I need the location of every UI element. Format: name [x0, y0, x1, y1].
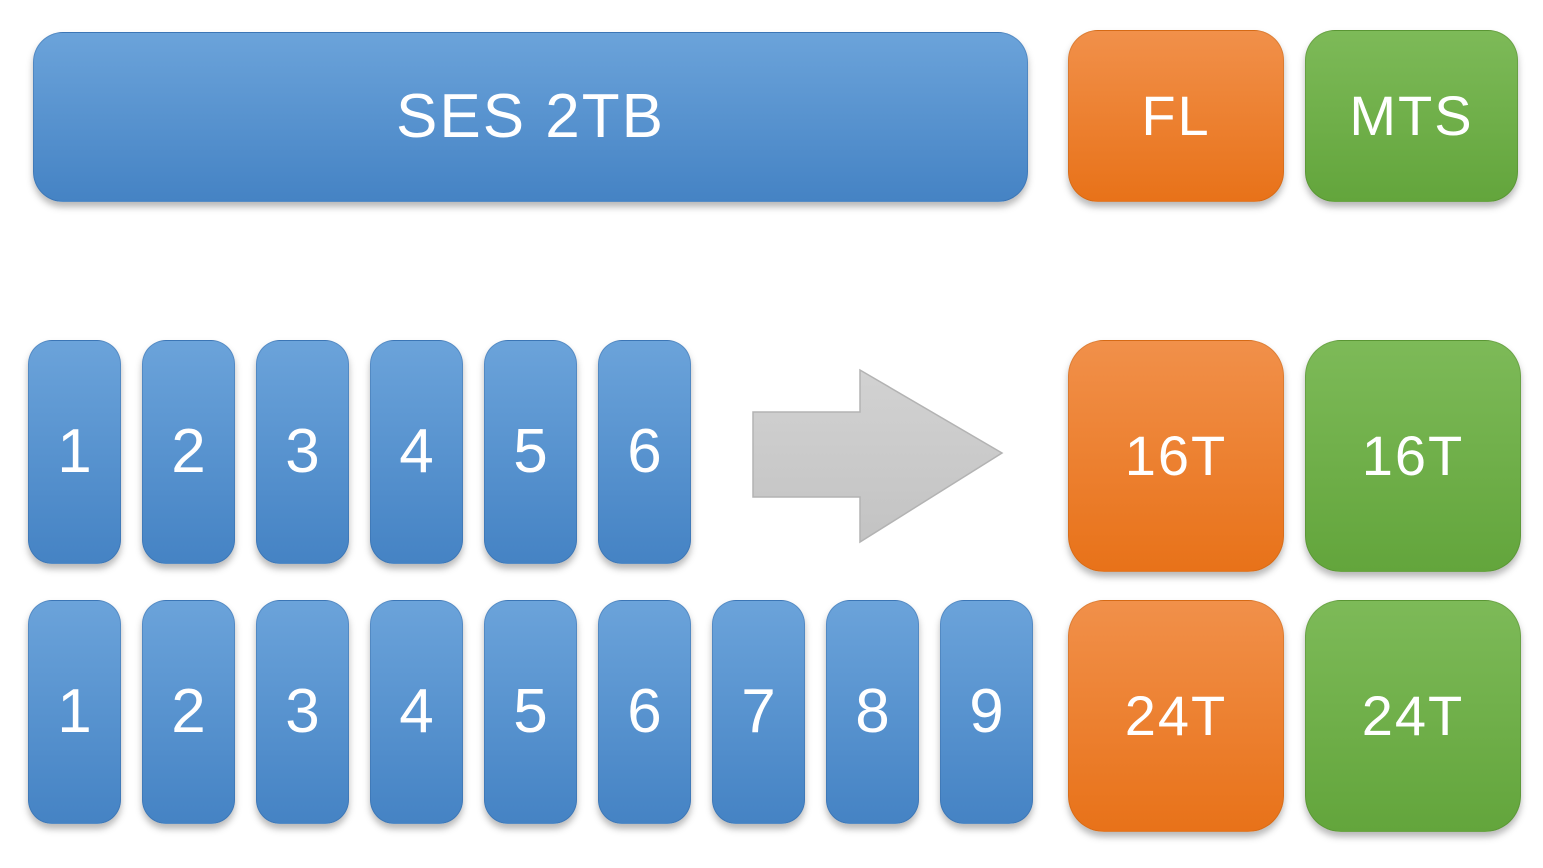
result-box-mts-16t: 16T [1305, 340, 1521, 572]
extent-cell: 5 [484, 600, 577, 824]
extent-cell: 9 [940, 600, 1033, 824]
result-box-fl-16t: 16T [1068, 340, 1284, 572]
extent-cell: 3 [256, 340, 349, 564]
extent-cell: 1 [28, 340, 121, 564]
right-arrow-icon [750, 365, 1006, 547]
extent-cell: 2 [142, 340, 235, 564]
extent-cell: 3 [256, 600, 349, 824]
ses-2tb-header-box: SES 2TB [33, 32, 1028, 202]
extent-cell: 5 [484, 340, 577, 564]
extent-cell: 6 [598, 600, 691, 824]
extent-cell: 4 [370, 600, 463, 824]
fl-header-box: FL [1068, 30, 1284, 202]
extent-cell: 2 [142, 600, 235, 824]
extent-cell: 8 [826, 600, 919, 824]
extent-cell: 4 [370, 340, 463, 564]
result-box-fl-24t: 24T [1068, 600, 1284, 832]
extent-cell: 1 [28, 600, 121, 824]
extent-cell: 7 [712, 600, 805, 824]
extent-cell: 6 [598, 340, 691, 564]
mts-header-box: MTS [1305, 30, 1518, 202]
result-box-mts-24t: 24T [1305, 600, 1521, 832]
